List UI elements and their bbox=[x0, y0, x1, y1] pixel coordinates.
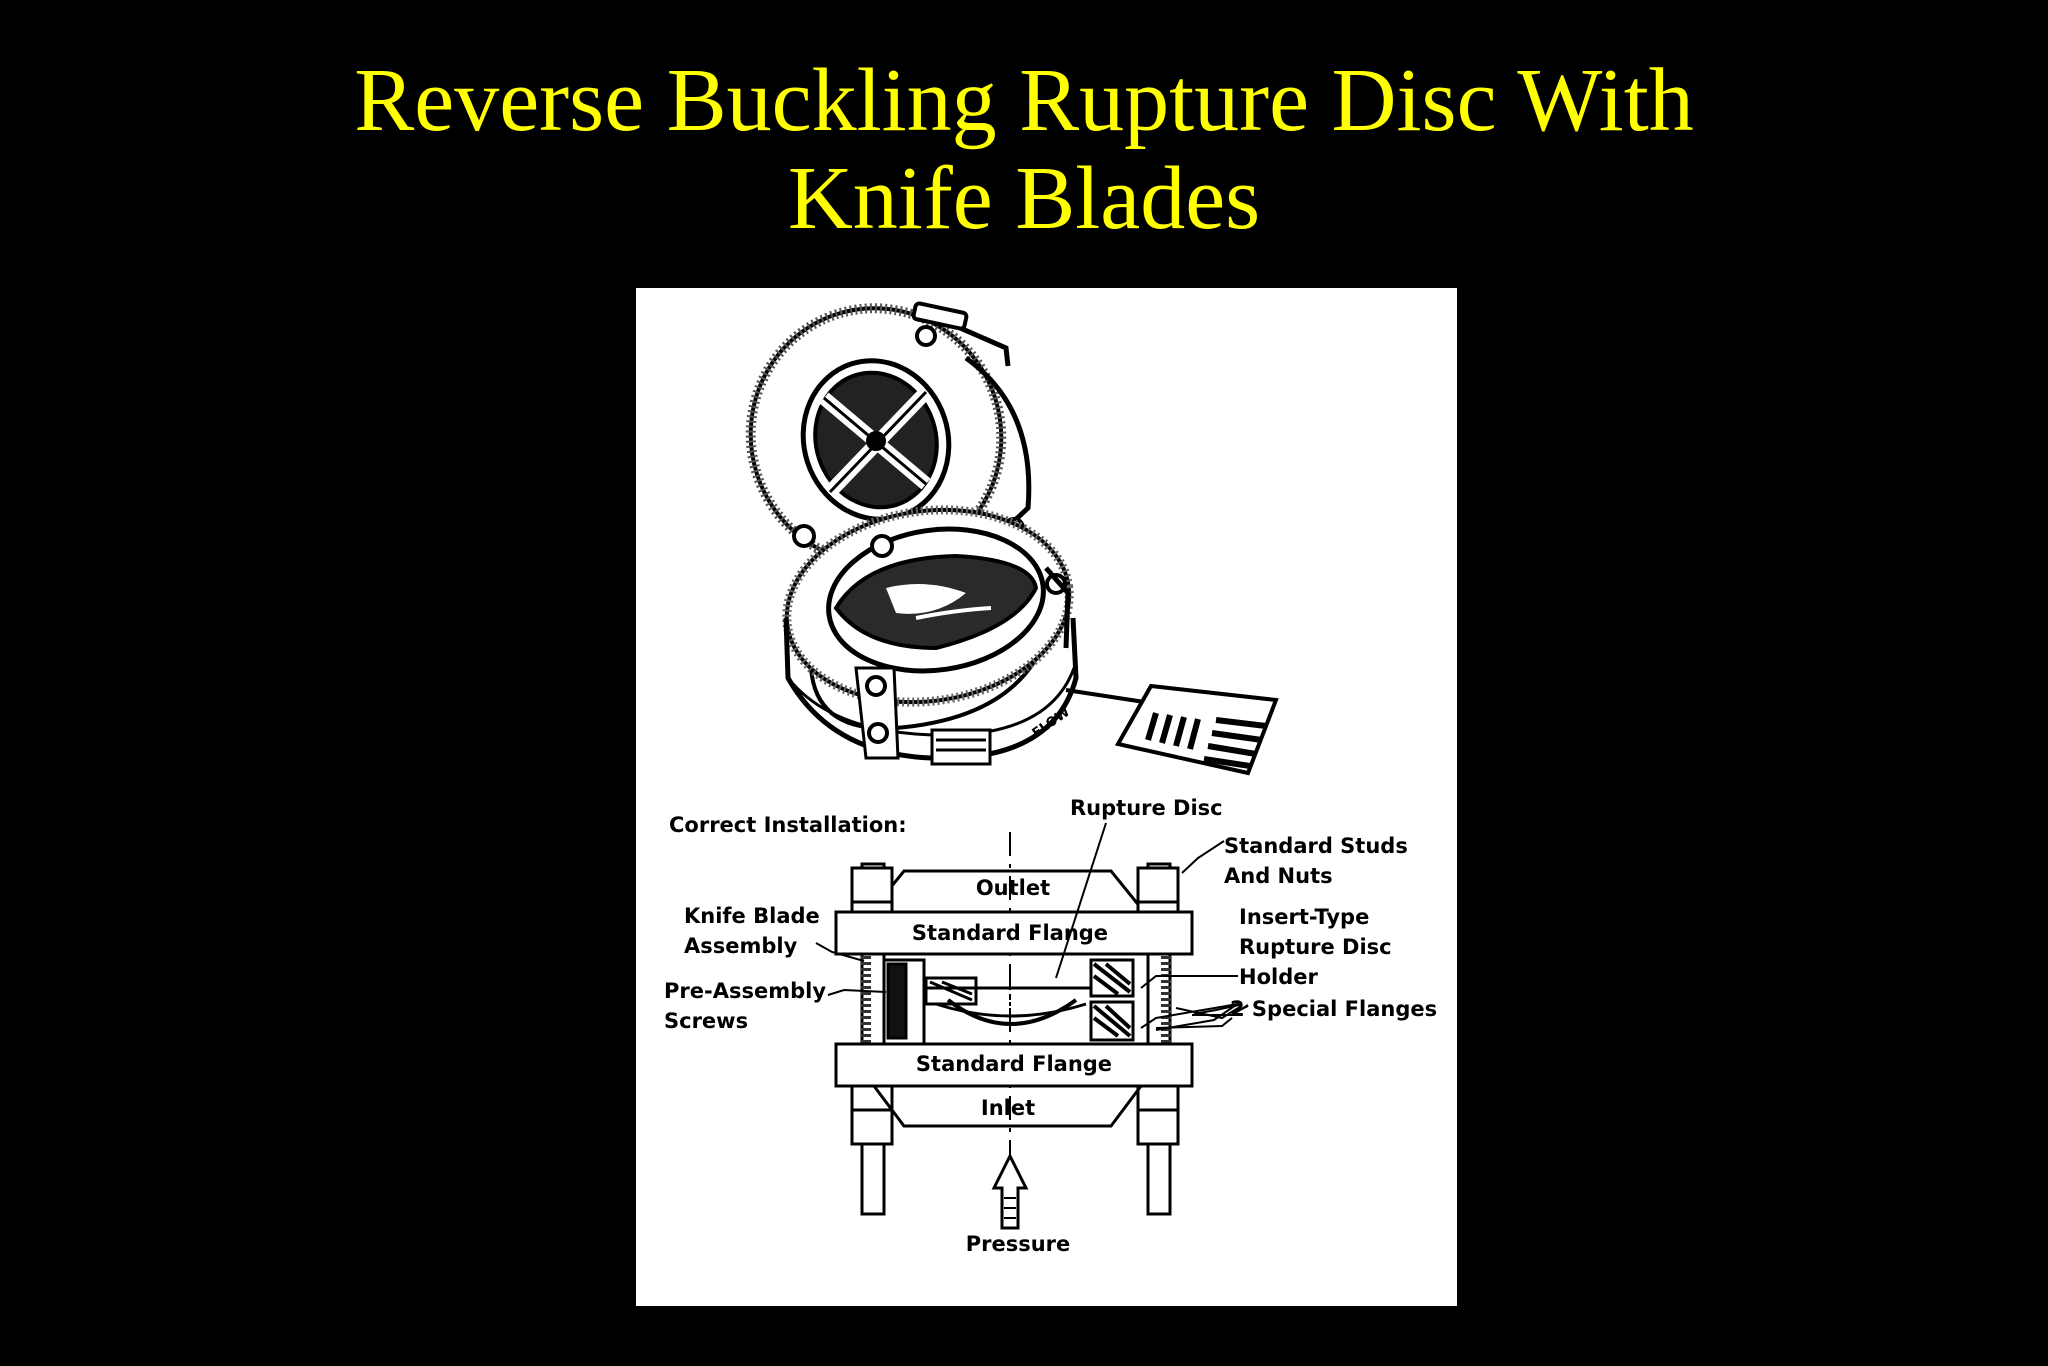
leader-lines bbox=[815, 822, 1249, 1029]
label-special-flanges: 2 Special Flanges bbox=[1230, 997, 1437, 1021]
label-insert-type-3: Holder bbox=[1239, 965, 1318, 989]
cross-section bbox=[815, 822, 1249, 1230]
label-insert-type-2: Rupture Disc bbox=[1239, 935, 1392, 959]
slide-title-line-1: Reverse Buckling Rupture Disc With bbox=[354, 51, 1694, 150]
slide-title: Reverse Buckling Rupture Disc With Knife… bbox=[0, 52, 2048, 248]
label-correct-installation: Correct Installation: bbox=[669, 813, 907, 837]
bottom-standard-flange bbox=[834, 1042, 1194, 1088]
label-insert-type-1: Insert-Type bbox=[1239, 905, 1369, 929]
slide-title-line-2: Knife Blades bbox=[787, 149, 1261, 248]
label-outlet: Outlet bbox=[976, 876, 1050, 900]
inlet-pipe bbox=[872, 1085, 1143, 1128]
flow-tag-text: FLOW bbox=[1030, 705, 1073, 741]
label-rupture-disc: Rupture Disc bbox=[1070, 796, 1223, 820]
rupture-disc-diagram: FLOW bbox=[664, 301, 1437, 1256]
label-pre-assembly-2: Screws bbox=[664, 1009, 748, 1033]
label-standard-flange-top: Standard Flange bbox=[912, 921, 1108, 945]
label-standard-studs-2: And Nuts bbox=[1224, 864, 1333, 888]
diagram-panel: FLOW bbox=[636, 288, 1457, 1306]
label-standard-studs-1: Standard Studs bbox=[1224, 834, 1408, 858]
label-knife-blade-2: Assembly bbox=[684, 934, 798, 958]
lower-holder-ring bbox=[782, 505, 1079, 766]
pressure-arrow-icon bbox=[991, 1152, 1029, 1230]
label-pressure: Pressure bbox=[966, 1232, 1071, 1256]
label-standard-flange-bottom: Standard Flange bbox=[916, 1052, 1112, 1076]
isometric-illustration: FLOW bbox=[745, 301, 1279, 776]
label-knife-blade-1: Knife Blade bbox=[684, 904, 820, 928]
upper-holder-ring bbox=[745, 301, 1032, 569]
label-inlet: Inlet bbox=[981, 1096, 1035, 1120]
flow-tag bbox=[1065, 683, 1279, 776]
knife-blade-and-disc bbox=[926, 978, 1091, 1026]
diagram-labels: Correct Installation: Rupture Disc Stand… bbox=[664, 796, 1437, 1256]
top-standard-flange bbox=[834, 910, 1194, 956]
insert-type-holder bbox=[882, 958, 1135, 1046]
label-pre-assembly-1: Pre-Assembly bbox=[664, 979, 826, 1003]
